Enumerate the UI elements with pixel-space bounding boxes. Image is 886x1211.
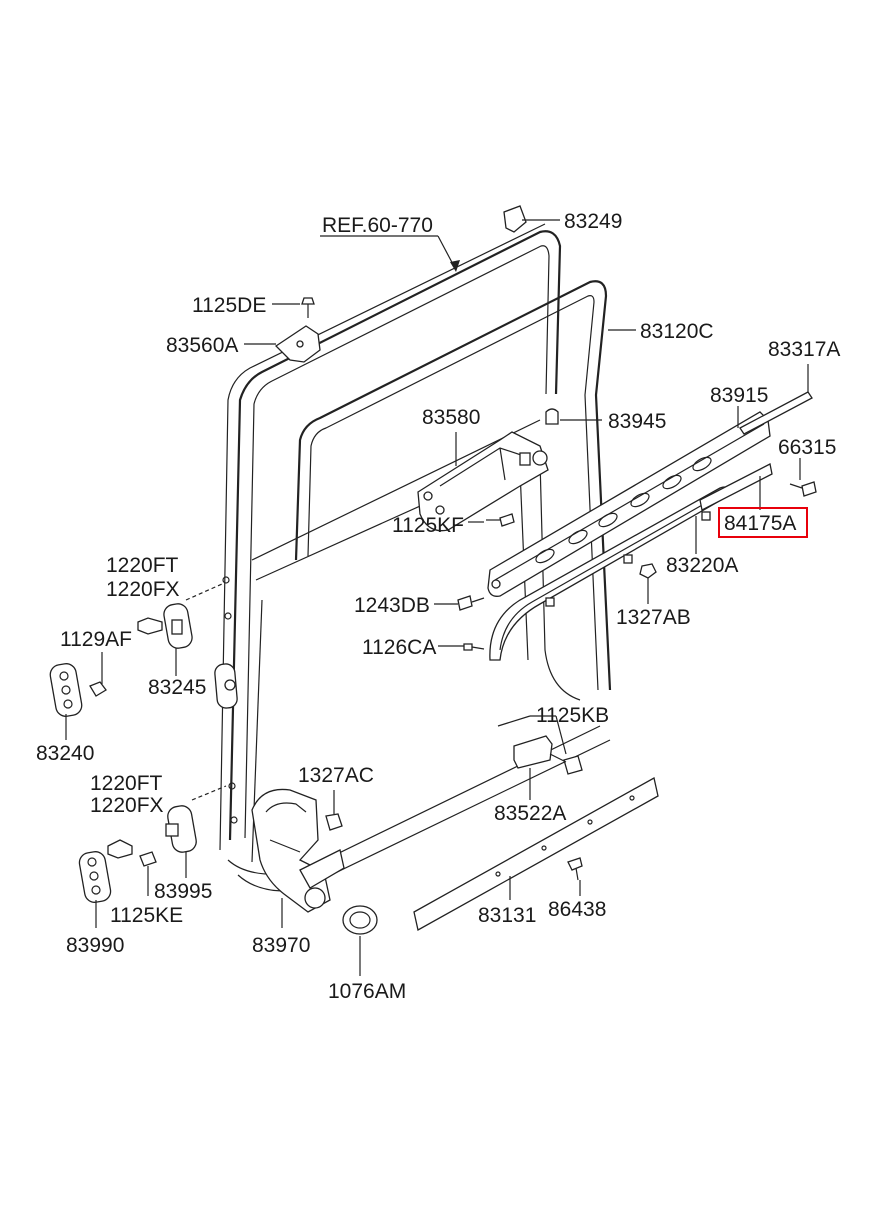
lower-hinge-83970 [251, 788, 345, 913]
label-1125KF: 1125KF [392, 514, 464, 537]
label-1327AC: 1327AC [298, 764, 374, 787]
rail-strip-83317A [739, 391, 813, 435]
label-83317A: 83317A [768, 338, 840, 361]
label-1125DE: 1125DE [192, 294, 266, 317]
leader-lines [65, 219, 809, 976]
label-1220FT-lower: 1220FT [90, 772, 163, 795]
label-83220A: 83220A [666, 554, 738, 577]
label-83970: 83970 [252, 934, 310, 957]
label-86438: 86438 [548, 898, 606, 921]
roller-1076AM [342, 905, 378, 935]
label-83945: 83945 [608, 410, 666, 433]
label-66315: 66315 [778, 436, 836, 459]
upper-rail-83915 [487, 411, 771, 597]
label-1220FX-lower: 1220FX [90, 794, 164, 817]
label-83522A: 83522A [494, 802, 566, 825]
label-1125KB: 1125KB [536, 704, 609, 727]
label-1220FX-upper: 1220FX [106, 578, 180, 601]
bumper-83249 [503, 205, 527, 233]
label-1125KE: 1125KE [110, 904, 183, 927]
label-1129AF: 1129AF [60, 628, 132, 651]
weatherstrip-83120C [294, 280, 612, 701]
guide-83522A [513, 735, 553, 769]
label-1076AM: 1076AM [328, 980, 406, 1003]
sill-strip-83131 [413, 777, 659, 931]
striker-83245 [163, 603, 193, 649]
striker-83995 [165, 805, 197, 853]
label-83560A: 83560A [166, 334, 238, 357]
ref-label: REF.60-770 [322, 214, 433, 237]
lower-rail-83220A [489, 463, 773, 661]
door-latch-area [214, 576, 238, 824]
label-1243DB: 1243DB [354, 594, 430, 617]
door-frame-outline [219, 223, 611, 892]
label-83249: 83249 [564, 210, 622, 233]
highlight-box-84175A [718, 507, 808, 538]
label-1126CA: 1126CA [362, 636, 436, 659]
label-83915: 83915 [710, 384, 768, 407]
part-labels: REF.60-770 83249 1125DE 83560A 83120C 83… [36, 210, 840, 1003]
label-1327AB: 1327AB [616, 606, 691, 629]
label-1220FT-upper: 1220FT [106, 554, 179, 577]
label-83990: 83990 [66, 934, 124, 957]
bracket-83560A [274, 325, 321, 363]
fasteners [89, 297, 817, 881]
label-83580: 83580 [422, 406, 480, 429]
striker-plate-83990 [78, 851, 112, 903]
striker-plate-83240 [49, 663, 83, 717]
label-83995: 83995 [154, 880, 212, 903]
label-83245: 83245 [148, 676, 206, 699]
center-hinge-83580 [417, 431, 549, 532]
label-83120C: 83120C [640, 320, 714, 343]
label-83131: 83131 [478, 904, 536, 927]
label-83240: 83240 [36, 742, 94, 765]
label-84175A: 84175A [724, 512, 796, 535]
